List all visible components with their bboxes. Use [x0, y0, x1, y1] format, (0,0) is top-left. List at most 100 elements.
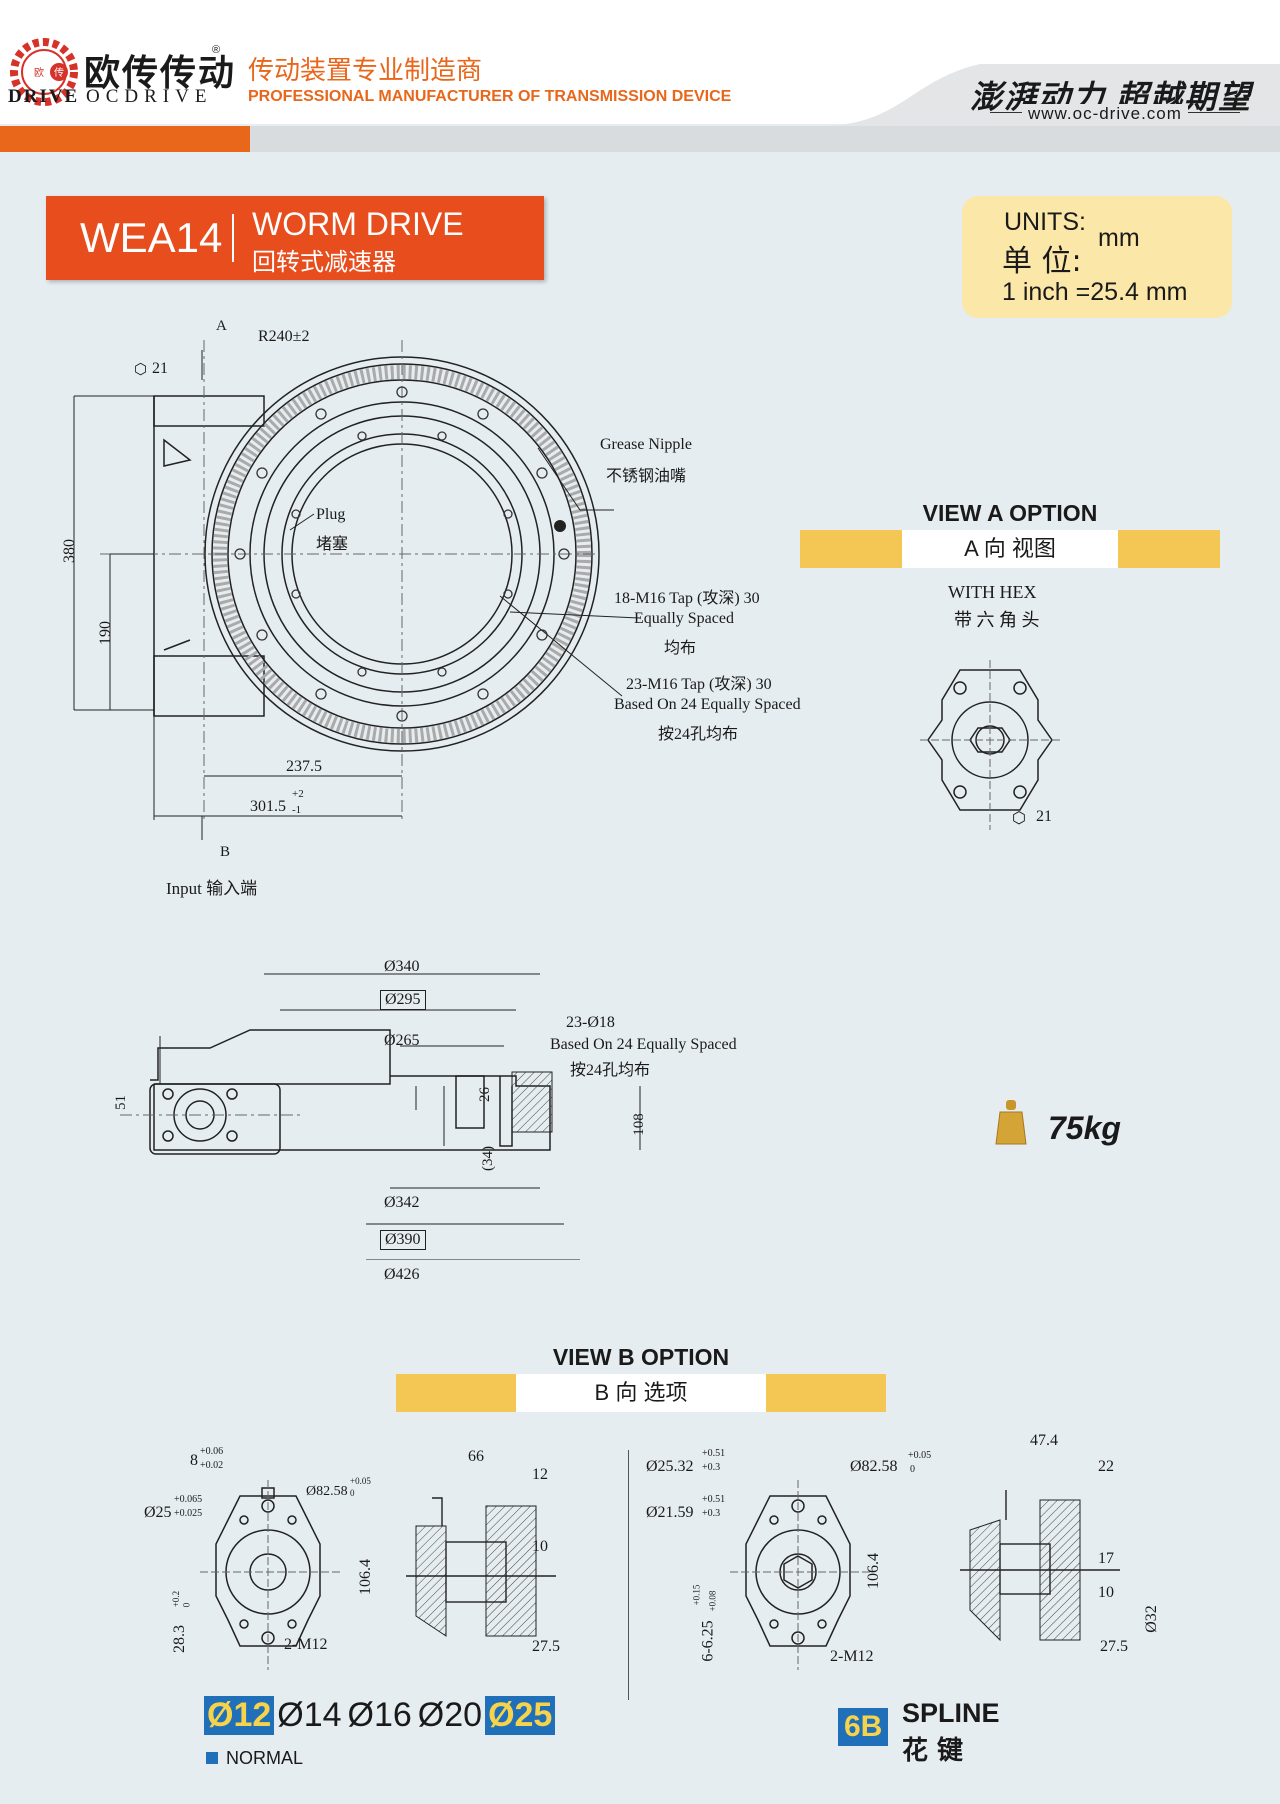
- model-number: WEA14: [80, 214, 223, 261]
- left-key-tol-dn: +0.02: [200, 1460, 224, 1471]
- view-a-hex-icon: ⬡: [1012, 810, 1026, 827]
- left-w12: 12: [532, 1466, 548, 1483]
- website[interactable]: www.oc-drive.com: [1022, 104, 1188, 124]
- right-pilot-tol-dn: 0: [910, 1464, 915, 1475]
- left-thread: 2-M12: [284, 1636, 328, 1653]
- units-box: UNITS: 单 位: mm 1 inch =25.4 mm: [962, 196, 1232, 318]
- hex-size: 21: [152, 360, 168, 377]
- left-pilot: Ø82.58: [306, 1484, 348, 1499]
- view-b-band: B 向 选项: [396, 1374, 886, 1412]
- dim-295: Ø295: [380, 990, 426, 1010]
- left-offset: 28.3: [171, 1625, 188, 1653]
- left-bore-tol-up: +0.065: [174, 1494, 203, 1505]
- tap2-line-c: 按24孔均布: [658, 726, 739, 743]
- left-offset-tol-dn: 0: [181, 1602, 192, 1608]
- tap2-line-a: 23-M16 Tap (攻深) 30: [626, 676, 772, 693]
- right-w10: 10: [1098, 1584, 1114, 1601]
- left-pilot-tol-dn: 0: [350, 1488, 355, 1498]
- left-w10: 10: [532, 1538, 548, 1555]
- top-view-drawing: [73, 340, 641, 840]
- view-a-heading: VIEW A OPTION: [922, 500, 1098, 526]
- view-b-right-flange: [730, 1480, 870, 1670]
- view-b-right-section: [960, 1490, 1120, 1642]
- holes-line-a: 23-Ø18: [566, 1014, 615, 1031]
- logo-cn: 欧传传动: [84, 53, 237, 94]
- dim-301: 301.5: [250, 798, 286, 815]
- view-b-left-flange: [200, 1480, 340, 1670]
- right-major-tol-dn: +0.3: [702, 1462, 721, 1473]
- grease-nipple-cn: 不锈钢油嘴: [606, 468, 687, 485]
- spline-label-cn: 花 键: [902, 1736, 964, 1766]
- logo-en-right: OCDRIVE: [86, 86, 213, 107]
- dim-265: Ø265: [384, 1032, 420, 1049]
- radius-label: R240±2: [258, 328, 310, 345]
- shaft-size-16: Ø16: [347, 1696, 412, 1734]
- dim-51: 51: [113, 1095, 129, 1110]
- dim-301-tol-dn: -1: [292, 804, 302, 816]
- dim-380: 380: [61, 539, 78, 563]
- left-offset-tol-up: +0.2: [171, 1590, 182, 1608]
- with-hex-cn: 带 六 角 头: [954, 610, 1040, 630]
- view-b-left-section: [406, 1497, 556, 1637]
- units-conversion: 1 inch =25.4 mm: [1002, 278, 1188, 306]
- right-height: 106.4: [865, 1553, 882, 1589]
- shaft-size-12: Ø12: [204, 1696, 275, 1735]
- dim-190: 190: [97, 621, 114, 645]
- spline-label-en: SPLINE: [902, 1698, 1000, 1728]
- right-w22: 22: [1098, 1458, 1114, 1475]
- tap2-line-b: Based On 24 Equally Spaced: [614, 696, 801, 713]
- left-bore-tol-dn: +0.025: [174, 1508, 203, 1519]
- right-minor-tol-dn: +0.3: [702, 1508, 721, 1519]
- left-key-tol-up: +0.06: [200, 1446, 224, 1457]
- legend-swatch: [206, 1752, 218, 1764]
- right-spline-tol-up: +0.15: [691, 1584, 702, 1606]
- svg-text:欧: 欧: [34, 67, 44, 79]
- svg-text:传: 传: [54, 67, 64, 79]
- right-w47: 47.4: [1030, 1432, 1058, 1449]
- weight-icon: [995, 1100, 1027, 1145]
- weight-value: 75kg: [1048, 1110, 1121, 1146]
- right-d32: Ø32: [1142, 1605, 1160, 1633]
- right-pilot: Ø82.58: [850, 1458, 898, 1475]
- dim-340: Ø340: [384, 958, 420, 975]
- units-label-cn: 单 位:: [1002, 244, 1082, 279]
- shaft-size-20: Ø20: [417, 1696, 483, 1734]
- holes-line-c: 按24孔均布: [570, 1062, 651, 1079]
- registered-mark: ®: [212, 44, 221, 56]
- header-bar-orange: [0, 126, 250, 152]
- right-spline-tol-dn: +0.08: [707, 1590, 718, 1612]
- right-thread: 2-M12: [830, 1648, 874, 1665]
- units-unit: mm: [1098, 224, 1140, 252]
- dim-301-tol-up: +2: [292, 788, 304, 800]
- legend-normal: NORMAL: [226, 1748, 304, 1768]
- grease-nipple-mark: [554, 520, 566, 532]
- right-major: Ø25.32: [646, 1458, 694, 1475]
- arrow-b-label: B: [220, 844, 231, 860]
- units-label-en: UNITS:: [1004, 208, 1086, 236]
- left-bore: Ø25: [144, 1504, 172, 1521]
- dim-26: 26: [477, 1087, 493, 1102]
- right-minor-tol-up: +0.51: [702, 1494, 726, 1505]
- view-b-band-label: B 向 选项: [516, 1374, 766, 1412]
- right-spline: 6-6.25: [699, 1620, 717, 1662]
- tagline-cn: 传动装置专业制造商: [248, 56, 483, 86]
- hex-size-icon: ⬡: [134, 362, 148, 378]
- dim-342: Ø342: [384, 1194, 420, 1211]
- plug-cn: 堵塞: [316, 536, 349, 553]
- title-divider: [232, 214, 234, 262]
- gear-logo-icon: 欧 传: [10, 38, 78, 106]
- header-bar-grey: [250, 126, 1280, 152]
- view-a-band: A 向 视图: [800, 530, 1220, 568]
- left-pilot-tol-up: +0.05: [350, 1476, 371, 1486]
- right-w17: 17: [1098, 1550, 1114, 1567]
- left-w66: 66: [468, 1448, 484, 1465]
- tap1-line-a: 18-M16 Tap (攻深) 30: [614, 590, 760, 607]
- plug-en: Plug: [316, 506, 346, 523]
- tap1-line-b: Equally Spaced: [634, 610, 734, 627]
- right-major-tol-up: +0.51: [702, 1448, 726, 1459]
- with-hex-en: WITH HEX: [948, 582, 1037, 602]
- product-name-cn: 回转式减速器: [252, 248, 396, 276]
- tap1-line-c: 均布: [664, 640, 697, 657]
- arrow-a-label: A: [216, 318, 227, 334]
